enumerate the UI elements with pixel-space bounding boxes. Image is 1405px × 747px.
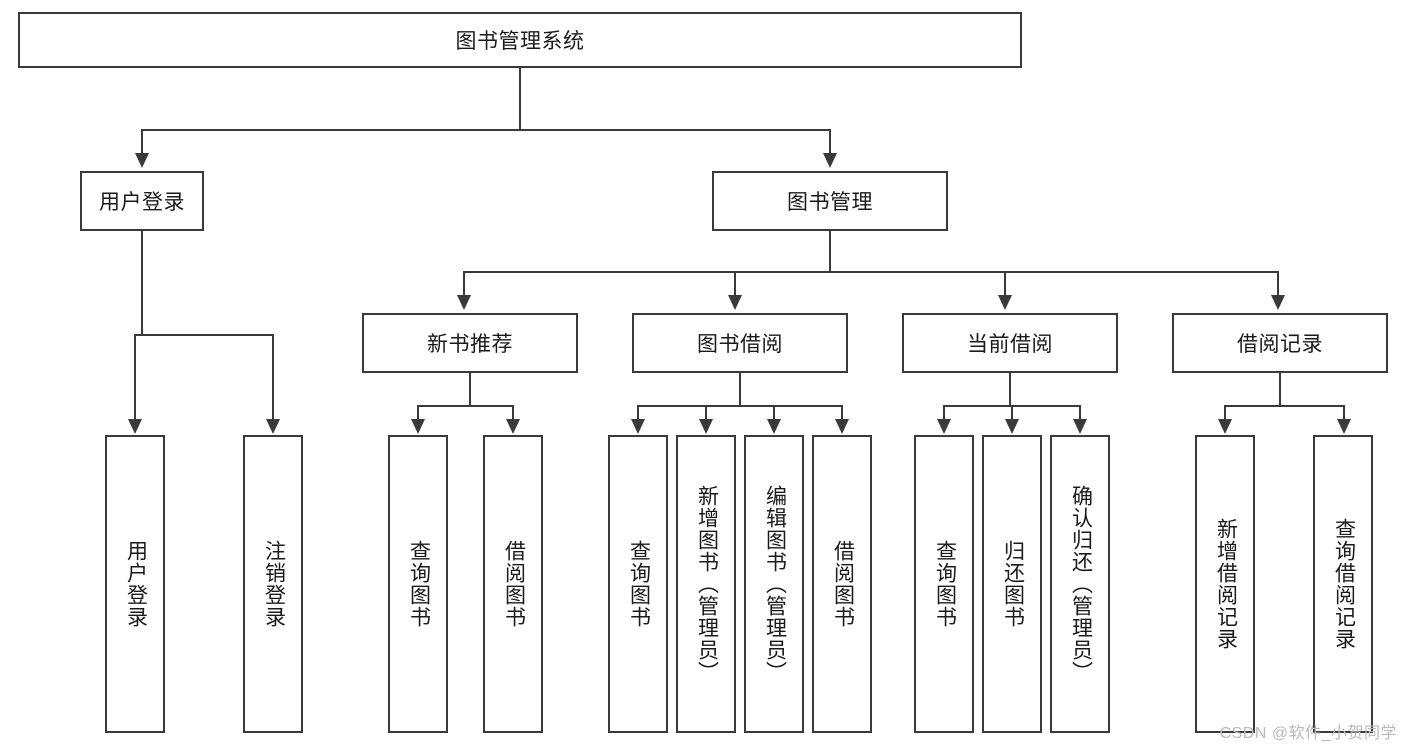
leaf-user-login-logout[interactable]: 注销登录 [243,435,303,733]
connector-user-login-bus [134,334,274,336]
arrowhead-borrow-record-leaf2 [1337,419,1351,434]
node-root-system[interactable]: 图书管理系统 [18,12,1022,68]
connector-book-mgmt-bus [463,271,1279,273]
node-label: 图书借阅 [697,333,783,356]
connector-new-book-leaf2 [512,405,514,421]
node-label: 查询图书 [407,540,431,628]
leaf-borrow-record-query[interactable]: 查询借阅记录 [1313,435,1373,733]
node-label: 用户登录 [124,540,148,628]
node-label: 新增借阅记录 [1214,518,1238,650]
arrowhead-current-borrow-leaf1 [937,419,951,434]
node-label: 编辑图书（管理员） [763,485,787,683]
connector-current-borrow-leaf2 [1011,405,1013,421]
connector-borrow-record-leaf2 [1343,405,1345,421]
connector-root-to-book-mgmt [829,129,831,155]
connector-book-borrow-stem [739,373,741,406]
connector-user-login-leaf1 [134,334,136,420]
arrowhead-current-borrow [998,295,1012,310]
node-borrow-record[interactable]: 借阅记录 [1172,313,1388,373]
node-label: 图书管理 [787,191,873,214]
node-label: 注销登录 [262,540,286,628]
leaf-current-borrow-query[interactable]: 查询图书 [914,435,974,733]
arrowhead-user-login-leaf1 [128,419,142,434]
connector-book-borrow-leaf1 [637,405,639,421]
node-label: 查询图书 [933,540,957,628]
leaf-book-borrow-add[interactable]: 新增图书（管理员） [676,435,736,733]
connector-current-borrow-leaf3 [1079,405,1081,421]
arrowhead-current-borrow-leaf2 [1005,419,1019,434]
node-label: 确认归还（管理员） [1069,485,1093,683]
connector-book-mgmt-stem [829,231,831,272]
node-new-book-recommend[interactable]: 新书推荐 [362,313,578,373]
connector-root-stem [519,68,521,130]
connector-book-mgmt-c2 [734,271,736,297]
leaf-book-borrow-borrow[interactable]: 借阅图书 [812,435,872,733]
arrowhead-user-login-leaf2 [266,419,280,434]
leaf-current-borrow-confirm-return[interactable]: 确认归还（管理员） [1050,435,1110,733]
connector-book-mgmt-c1 [463,271,465,297]
connector-user-login-leaf2 [272,334,274,420]
node-label: 查询借阅记录 [1332,518,1356,650]
connector-book-borrow-leaf4 [841,405,843,421]
connector-new-book-stem [469,373,471,406]
arrowhead-current-borrow-leaf3 [1073,419,1087,434]
arrowhead-new-book-leaf2 [506,419,520,434]
arrowhead-new-book-leaf1 [411,419,425,434]
connector-borrow-record-stem [1279,373,1281,406]
node-user-login[interactable]: 用户登录 [80,171,204,231]
connector-borrow-record-leaf1 [1224,405,1226,421]
node-label: 当前借阅 [967,333,1053,356]
node-label: 借阅图书 [831,540,855,628]
leaf-new-book-borrow[interactable]: 借阅图书 [483,435,543,733]
node-label: 借阅图书 [502,540,526,628]
connector-new-book-leaf1 [417,405,419,421]
connector-book-mgmt-c4 [1277,271,1279,297]
arrowhead-new-book-rec [457,295,471,310]
leaf-book-borrow-query[interactable]: 查询图书 [608,435,668,733]
arrowhead-book-borrow [728,295,742,310]
node-book-borrow[interactable]: 图书借阅 [632,313,848,373]
node-label: 归还图书 [1001,540,1025,628]
node-label: 图书管理系统 [455,30,585,53]
arrowhead-borrow-record [1271,295,1285,310]
arrowhead-book-borrow-leaf3 [767,419,781,434]
arrowhead-book-borrow-leaf4 [835,419,849,434]
leaf-borrow-record-add[interactable]: 新增借阅记录 [1195,435,1255,733]
connector-book-mgmt-c3 [1004,271,1006,297]
connector-book-borrow-bus [637,405,842,407]
leaf-book-borrow-edit[interactable]: 编辑图书（管理员） [744,435,804,733]
arrowhead-book-borrow-leaf2 [699,419,713,434]
leaf-current-borrow-return[interactable]: 归还图书 [982,435,1042,733]
arrowhead-book-borrow-leaf1 [631,419,645,434]
node-label: 用户登录 [99,191,185,214]
connector-root-to-user-login [141,129,143,155]
connector-root-bus [141,129,830,131]
connector-user-login-stem [141,231,143,335]
node-current-borrow[interactable]: 当前借阅 [902,313,1118,373]
connector-new-book-bus [417,405,513,407]
arrowhead-user-login [135,153,149,168]
leaf-new-book-query[interactable]: 查询图书 [388,435,448,733]
node-label: 借阅记录 [1237,333,1323,356]
connector-borrow-record-bus [1224,405,1344,407]
node-book-management[interactable]: 图书管理 [712,171,948,231]
node-label: 查询图书 [627,540,651,628]
node-label: 新书推荐 [427,333,513,356]
connector-current-borrow-leaf1 [943,405,945,421]
arrowhead-book-mgmt [823,153,837,168]
leaf-user-login-login[interactable]: 用户登录 [105,435,165,733]
arrowhead-borrow-record-leaf1 [1218,419,1232,434]
connector-book-borrow-leaf3 [773,405,775,421]
connector-book-borrow-leaf2 [705,405,707,421]
connector-current-borrow-stem [1009,373,1011,406]
watermark-text: CSDN @软件_小贺同学 [1219,725,1397,742]
node-label: 新增图书（管理员） [695,485,719,683]
